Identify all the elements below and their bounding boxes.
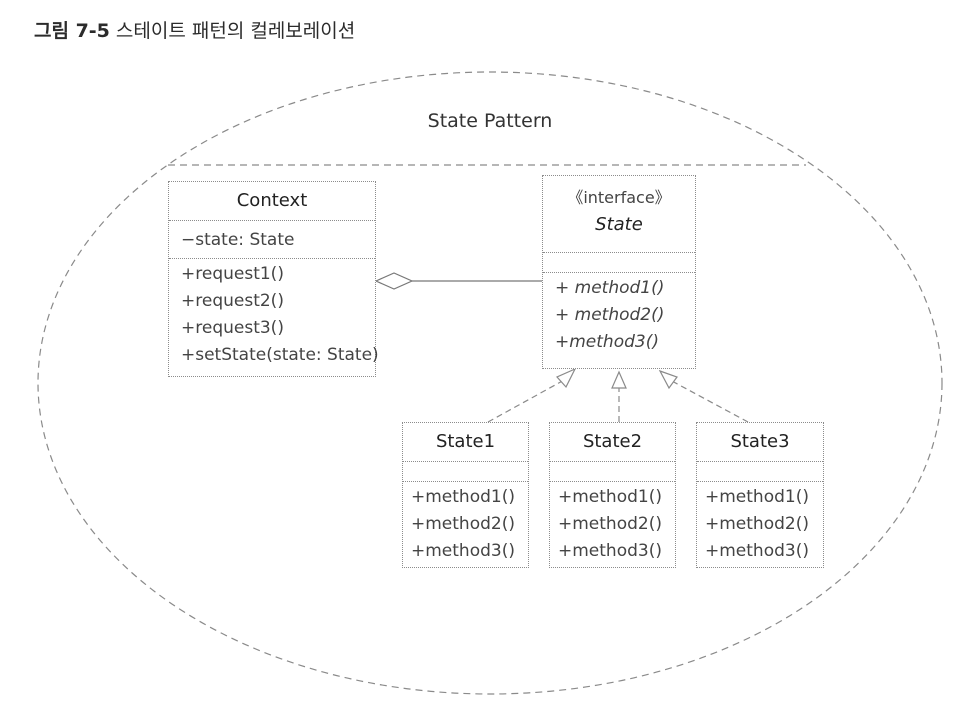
state2-operation: +method3() xyxy=(558,541,662,561)
state2-operation: +method2() xyxy=(558,514,662,534)
state-interface-header: 《interface》 State xyxy=(543,176,695,252)
collaboration-ellipse xyxy=(37,71,943,695)
context-operations: +request1() +request2() +request3() +set… xyxy=(169,258,379,369)
state2-operation: +method1() xyxy=(558,487,662,507)
state1-operation: +method3() xyxy=(411,541,515,561)
context-attribute: −state: State xyxy=(181,230,295,250)
context-operation: +request2() xyxy=(181,291,284,311)
realization-arrowhead-state2 xyxy=(611,370,627,389)
context-attributes: −state: State xyxy=(169,220,375,258)
realization-arrowhead-state1 xyxy=(556,367,577,389)
state3-operation: +method3() xyxy=(705,541,809,561)
state3-operations: +method1() +method2() +method3() xyxy=(697,481,823,565)
state3-class-name: State3 xyxy=(730,431,790,452)
state3-attributes xyxy=(697,461,823,481)
interface-stereotype: 《interface》 xyxy=(567,188,671,207)
aggregation-diamond xyxy=(374,272,414,290)
realization-line-state1 xyxy=(487,378,567,423)
realization-arrowhead-state3 xyxy=(658,369,678,390)
state3-class: State3 +method1() +method2() +method3() xyxy=(696,422,824,568)
state-interface: 《interface》 State + method1() + method2(… xyxy=(542,175,696,369)
state3-operation: +method1() xyxy=(705,487,809,507)
state-interface-operation: + method1() xyxy=(555,278,665,298)
state1-attributes xyxy=(403,461,528,481)
state-interface-name: State xyxy=(595,214,643,235)
state3-operation: +method2() xyxy=(705,514,809,534)
state2-attributes xyxy=(550,461,675,481)
figure-number: 그림 7-5 xyxy=(34,20,110,42)
figure-caption-text: 스테이트 패턴의 컬레보레이션 xyxy=(115,20,356,42)
context-class-name: Context xyxy=(236,190,308,211)
state-interface-operation: +method3() xyxy=(555,332,659,352)
state1-class: State1 +method1() +method2() +method3() xyxy=(402,422,529,568)
state1-operation: +method2() xyxy=(411,514,515,534)
state2-operations: +method1() +method2() +method3() xyxy=(550,481,675,565)
state2-class: State2 +method1() +method2() +method3() xyxy=(549,422,676,568)
context-operation: +request1() xyxy=(181,264,284,284)
state-interface-operations: + method1() + method2() +method3() xyxy=(543,272,695,356)
state1-operation: +method1() xyxy=(411,487,515,507)
state-interface-attributes xyxy=(543,252,695,272)
state-interface-operation: + method2() xyxy=(555,305,665,325)
context-operation: +request3() xyxy=(181,318,284,338)
state1-class-name: State1 xyxy=(435,431,496,452)
state2-class-name: State2 xyxy=(582,431,643,452)
realization-line-state3 xyxy=(669,379,749,423)
context-class: Context −state: State +request1() +reque… xyxy=(168,181,379,377)
collaboration-title: State Pattern xyxy=(427,110,553,132)
context-operation: +setState(state: State) xyxy=(181,345,379,365)
state1-operations: +method1() +method2() +method3() xyxy=(403,481,528,565)
